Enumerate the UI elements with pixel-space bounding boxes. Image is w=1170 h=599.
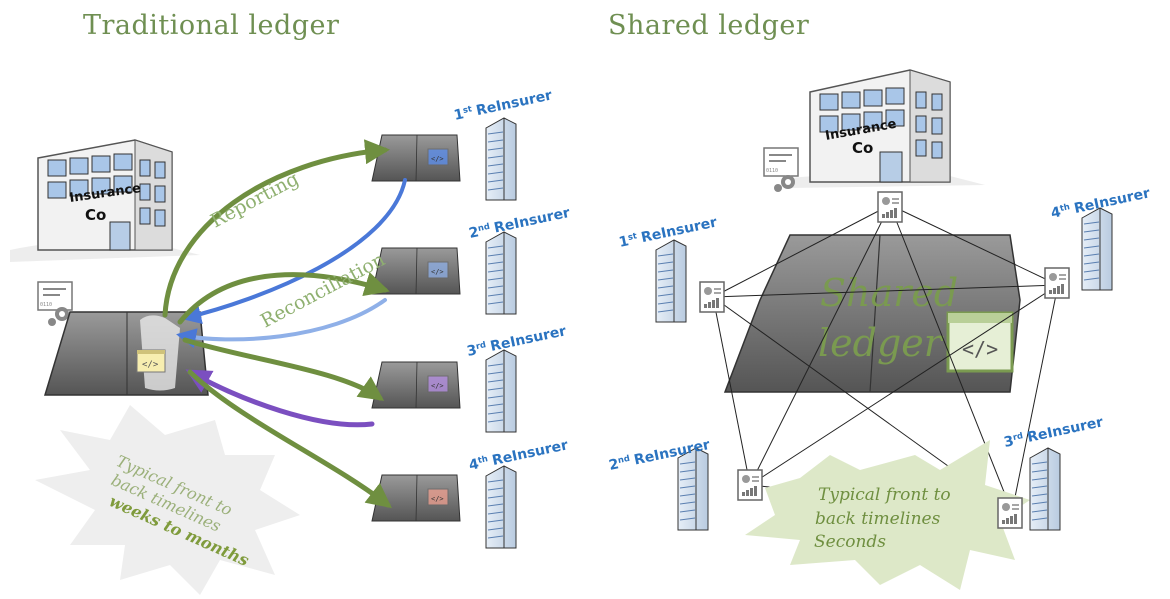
traditional-ledger-book [43, 311, 209, 396]
reporting-arrows [162, 139, 407, 509]
reinsurer-ledger-book-4: </> [371, 474, 461, 522]
shared-ledger-label-line2: ledger [818, 321, 945, 365]
shared-ledger-label-line1: Shared [820, 271, 958, 315]
data-gear-icon: 0110 [763, 147, 799, 192]
svg-text:</>: </> [431, 268, 444, 276]
burst-right-line1: Typical front to [818, 485, 951, 505]
code-window-icon: </> [946, 311, 1014, 373]
reinsurer-tower-right-1 [655, 239, 687, 323]
code-window-icon: </> [427, 148, 449, 166]
code-window-icon: </> [427, 375, 449, 393]
reinsurer-tower-right-3 [1029, 447, 1061, 531]
data-gear-icon: 0110 [37, 281, 73, 326]
reinsurer-tower-1 [485, 117, 517, 201]
report-document-icon [737, 469, 763, 501]
insurance-co-building-left: Insurance Co [10, 139, 200, 262]
timeline-burst-right: Typical front to back timelines Seconds [745, 440, 1030, 590]
reinsurer-tower-4 [485, 465, 517, 549]
burst-right-line2: back timelines [815, 509, 941, 529]
reinsurer-tower-3 [485, 349, 517, 433]
report-document-icon [699, 281, 725, 313]
report-document-icon [1044, 267, 1070, 299]
code-window-icon: </> [136, 349, 166, 373]
svg-text:</>: </> [431, 155, 444, 163]
svg-text:</>: </> [431, 495, 444, 503]
svg-text:0110: 0110 [40, 302, 52, 308]
code-window-icon: </> [427, 261, 449, 279]
timeline-burst-left: Typical front to back timelines weeks to… [35, 405, 300, 595]
reinsurer-tower-right-2 [677, 447, 709, 531]
svg-text:</>: </> [962, 337, 998, 361]
insurance-co-label-line2: Co [85, 206, 106, 224]
report-document-icon [997, 497, 1023, 529]
report-document-icon [877, 191, 903, 223]
svg-text:0110: 0110 [766, 168, 778, 174]
code-window-icon: </> [427, 488, 449, 506]
reconciliation-label: Reconciliation [257, 248, 389, 332]
svg-text:</>: </> [142, 360, 159, 370]
shared-ledger-book: Shared ledger [723, 234, 1021, 393]
reinsurer-ledger-book-3: </> [371, 361, 461, 409]
burst-right-line3: Seconds [814, 532, 886, 552]
insurance-co-building-right: Insurance Co [790, 69, 985, 188]
reporting-label: Reporting [207, 168, 302, 233]
reinsurer-tower-right-4 [1081, 207, 1113, 291]
reinsurer-ledger-book-2: </> [371, 247, 461, 295]
svg-text:</>: </> [431, 382, 444, 390]
reinsurer-tower-2 [485, 231, 517, 315]
title-traditional-ledger: Traditional ledger [83, 10, 340, 41]
insurance-co-right-label-line2: Co [852, 139, 873, 157]
reinsurer-ledger-book-1: </> [371, 134, 461, 182]
title-shared-ledger: Shared ledger [608, 10, 810, 41]
